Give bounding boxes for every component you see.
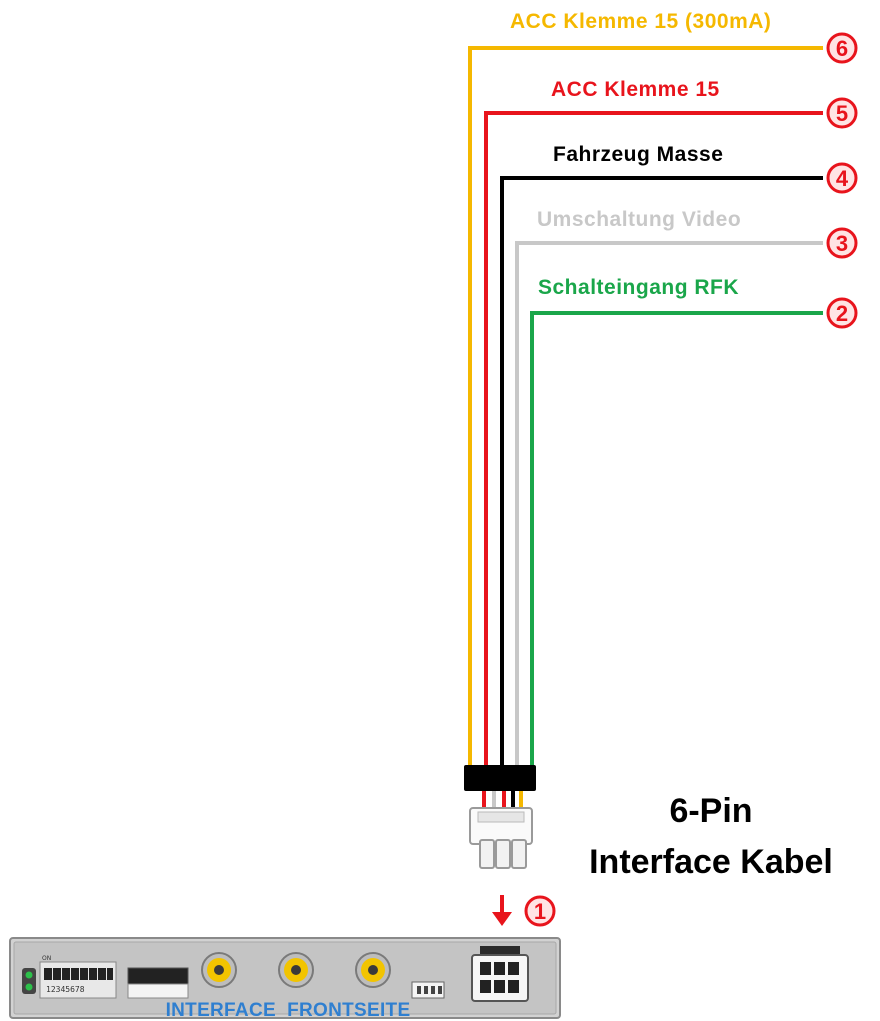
- wire-label-6: ACC Klemme 15 (300mA): [510, 10, 771, 33]
- rca-jack-1: [201, 952, 237, 988]
- wire-3-grey: [515, 241, 823, 770]
- wire-bundle: [468, 46, 823, 770]
- svg-text:1: 1: [534, 899, 546, 924]
- interface-front-label: INTERFACE FRONTSEITE: [166, 1000, 411, 1021]
- status-leds: [22, 968, 36, 994]
- dip-switch-block: 12345678 ON: [39, 955, 117, 999]
- wire-label-5: ACC Klemme 15: [551, 78, 720, 101]
- svg-text:3: 3: [836, 231, 848, 256]
- number-badge-5: 5: [826, 97, 858, 129]
- wire-label-4: Fahrzeug Masse: [553, 143, 723, 166]
- number-badge-3: 3: [826, 227, 858, 259]
- rca-jack-2: [278, 952, 314, 988]
- plug-wire-stubs: [482, 791, 523, 810]
- heat-shrink-sleeve: [464, 765, 536, 791]
- interface-front-panel: 12345678 ON: [9, 937, 561, 1021]
- wire-label-2: Schalteingang RFK: [538, 276, 739, 299]
- svg-text:5: 5: [836, 101, 848, 126]
- number-badge-6: 6: [826, 32, 858, 64]
- ribbon-connector: [127, 967, 189, 999]
- rca-jack-3: [355, 952, 391, 988]
- svg-text:4: 4: [836, 166, 849, 191]
- small-port: [411, 981, 445, 999]
- dip-switch-numbers: 12345678: [46, 985, 85, 994]
- wire-5-red: [484, 111, 823, 770]
- wire-label-3: Umschaltung Video: [537, 208, 741, 231]
- number-badge-4: 4: [826, 162, 858, 194]
- six-pin-socket: [471, 946, 529, 1002]
- wire-4-black: [500, 176, 823, 770]
- dip-switch-on-label: ON: [42, 955, 51, 962]
- number-badge-2: 2: [826, 297, 858, 329]
- six-pin-plug: [469, 807, 533, 869]
- number-badge-1: 1: [524, 895, 556, 927]
- wire-6-yellow: [468, 46, 823, 770]
- cable-title-line1: 6-Pin: [669, 792, 752, 830]
- down-arrow-icon: [492, 895, 512, 926]
- svg-text:6: 6: [836, 36, 848, 61]
- cable-title-line2: Interface Kabel: [589, 843, 833, 881]
- wire-2-green: [530, 311, 823, 770]
- svg-text:2: 2: [836, 301, 848, 326]
